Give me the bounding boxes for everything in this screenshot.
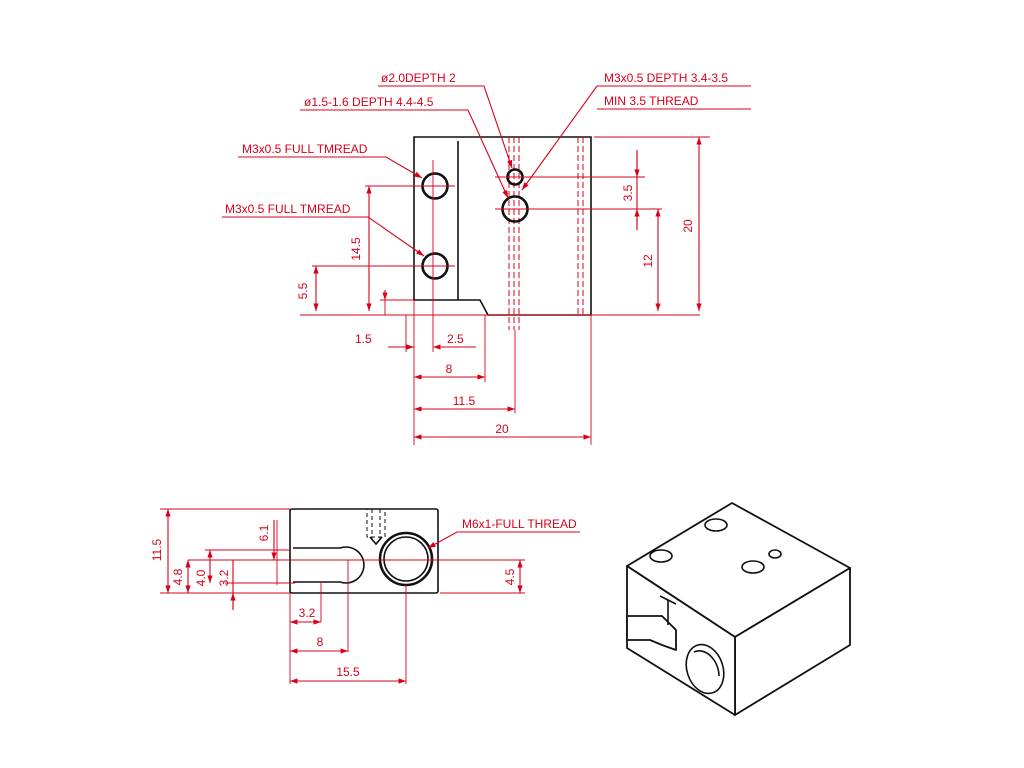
dim-text-4-0: 4.0 (194, 569, 208, 586)
iso-m6-hole (685, 643, 725, 695)
iso-slot (626, 615, 677, 651)
leader-d2 (378, 85, 513, 169)
dim-text-11-5: 11.5 (150, 538, 164, 561)
leader-d15 (300, 109, 509, 199)
dim-text-5-5: 5.5 (296, 282, 310, 299)
dim-text-4-5: 4.5 (503, 568, 517, 585)
dim-text-3-2-h: 3.2 (299, 606, 316, 620)
dim-text-15-5: 15.5 (336, 665, 360, 679)
dim-text-8: 8 (446, 362, 453, 376)
iso-hole (704, 518, 728, 532)
top-view: ø2.0DEPTH 2 ø1.5-1.6 DEPTH 4.4-4.5 M3x0.… (222, 71, 751, 445)
iso-m6-hole-depth (693, 650, 720, 677)
note-m3-thread-lower: M3x0.5 FULL TMREAD (225, 202, 351, 216)
dim-text-4-8: 4.8 (171, 568, 185, 585)
drill-point (369, 536, 383, 546)
dim-text-2-5: 2.5 (447, 332, 464, 346)
leader-m3-depth (521, 85, 751, 191)
dim-text-3-2: 3.2 (217, 569, 231, 586)
dim-text-20-h: 20 (495, 422, 509, 436)
dim-text-1-5: 1.5 (355, 332, 372, 346)
dim-text-8-h: 8 (317, 635, 324, 649)
dim-text-12: 12 (641, 254, 655, 268)
dim-text-20-v: 20 (681, 219, 695, 233)
iso-hole (741, 560, 765, 574)
note-min-thread: MIN 3.5 THREAD (604, 94, 699, 108)
top-view-outline (413, 136, 592, 316)
front-view: 11.5 4.8 4.0 3.2 6.1 4.5 3.2 8 15.5 M6x1… (150, 508, 580, 684)
iso-hole (649, 549, 673, 563)
front-view-outline (289, 508, 439, 594)
note-m3-depth: M3x0.5 DEPTH 3.4-3.5 (604, 71, 728, 85)
note-m6-thread: M6x1-FULL THREAD (462, 517, 577, 531)
leader-m3-lower (222, 216, 425, 257)
isometric-view (626, 502, 851, 716)
note-m3-thread-upper: M3x0.5 FULL TMREAD (242, 142, 368, 156)
iso-hole-small (768, 549, 782, 559)
dim-text-14-5: 14.5 (349, 237, 363, 261)
note-d2-depth: ø2.0DEPTH 2 (381, 71, 456, 85)
front-slot (293, 546, 365, 584)
hidden-thread (366, 508, 386, 538)
note-d15-depth: ø1.5-1.6 DEPTH 4.4-4.5 (304, 95, 434, 109)
m6-hole-inner (383, 536, 429, 582)
dim-text-11-5: 11.5 (453, 394, 476, 408)
m6-hole (378, 531, 434, 587)
leader-m6 (427, 531, 580, 549)
dim-text-6-1: 6.1 (257, 524, 271, 541)
iso-step-edge (665, 598, 677, 605)
leader-m3-upper (238, 156, 423, 179)
dim-text-3-5: 3.5 (621, 184, 635, 201)
